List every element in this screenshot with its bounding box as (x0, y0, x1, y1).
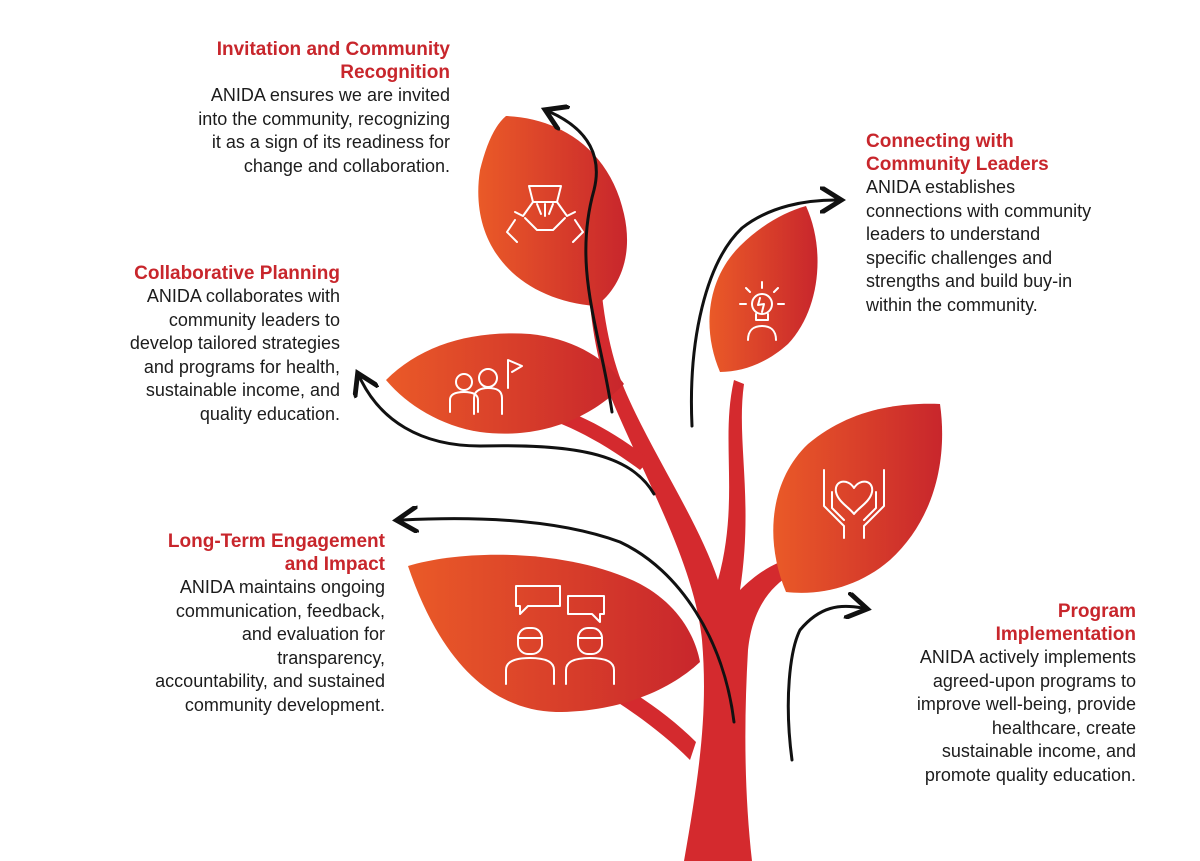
hands-heart-icon (823, 469, 885, 539)
body-line: transparency, (277, 647, 385, 668)
step-description: ANIDA ensures we are invited into the co… (110, 84, 450, 178)
step-invitation: Invitation and Community Recognition ANI… (110, 38, 450, 178)
body-line: agreed-upon programs to (932, 670, 1136, 691)
arrow-planning (360, 378, 656, 496)
heading-line: Long-Term Engagement (167, 531, 385, 552)
heading-line: and Impact (284, 554, 385, 575)
heading-line: Invitation and Community (216, 39, 450, 60)
step-connecting: Connecting with Community Leaders ANIDA … (866, 130, 1186, 317)
arrow-invitation (550, 112, 614, 414)
body-line: sustainable income, and (941, 741, 1136, 761)
leaf-planning (386, 333, 624, 434)
body-line: within the community. (866, 294, 1038, 315)
body-line: ANIDA collaborates with (146, 286, 340, 306)
two-people-chat-icon (505, 585, 615, 685)
body-line: communication, feedback, (175, 600, 385, 621)
body-line: into the community, recognizing (198, 108, 450, 129)
step-program: Program Implementation ANIDA actively im… (838, 600, 1136, 787)
step-longterm: Long-Term Engagement and Impact ANIDA ma… (70, 530, 385, 717)
step-heading: Connecting with Community Leaders (866, 130, 1186, 176)
step-description: ANIDA establishes connections with commu… (866, 176, 1186, 317)
body-line: it as a sign of its readiness for (211, 132, 450, 152)
body-line: ANIDA establishes (866, 177, 1016, 197)
body-line: strengths and build buy-in (866, 271, 1073, 291)
step-heading: Program Implementation (838, 600, 1136, 646)
body-line: accountability, and sustained (155, 671, 385, 691)
heading-line: Connecting with (866, 131, 1014, 152)
heading-line: Collaborative Planning (134, 263, 340, 284)
arrow-longterm (402, 519, 736, 724)
body-line: ANIDA ensures we are invited (210, 85, 450, 105)
leaf-program (773, 403, 943, 593)
people-flag-icon (449, 359, 523, 415)
leaf-longterm (408, 554, 700, 712)
body-line: promote quality education. (924, 764, 1136, 785)
lightbulb-person-icon (739, 281, 785, 341)
arrow-program (786, 606, 862, 762)
step-description: ANIDA maintains ongoing communication, f… (70, 576, 385, 717)
arrow-connecting (689, 200, 836, 428)
heading-line: Recognition (340, 62, 450, 83)
heading-line: Community Leaders (866, 154, 1049, 175)
body-line: ANIDA actively implements (919, 647, 1136, 667)
body-line: ANIDA maintains ongoing (179, 577, 385, 597)
step-heading: Long-Term Engagement and Impact (70, 530, 385, 576)
body-line: change and collaboration. (243, 155, 450, 176)
step-description: ANIDA collaborates with community leader… (40, 285, 340, 426)
body-line: connections with community (866, 200, 1092, 221)
step-planning: Collaborative Planning ANIDA collaborate… (40, 262, 340, 426)
step-heading: Collaborative Planning (40, 262, 340, 285)
heading-line: Program (1057, 601, 1136, 622)
heading-line: Implementation (995, 624, 1136, 645)
teamwork-hands-icon (506, 185, 584, 243)
tree-trunk (587, 210, 792, 861)
body-line: healthcare, create (991, 717, 1136, 738)
body-line: leaders to understand (866, 224, 1041, 244)
step-description: ANIDA actively implements agreed-upon pr… (838, 646, 1136, 787)
leaf-invitation (478, 116, 628, 306)
body-line: and programs for health, (143, 356, 340, 377)
body-line: community leaders to (168, 309, 340, 330)
body-line: community development. (184, 694, 385, 715)
body-line: sustainable income, and (145, 380, 340, 400)
body-line: and evaluation for (241, 624, 385, 644)
body-line: specific challenges and (866, 247, 1053, 268)
leaf-connecting (709, 206, 818, 372)
body-line: quality education. (199, 403, 340, 424)
step-heading: Invitation and Community Recognition (110, 38, 450, 84)
body-line: improve well-being, provide (916, 694, 1136, 714)
body-line: develop tailored strategies (129, 333, 340, 353)
